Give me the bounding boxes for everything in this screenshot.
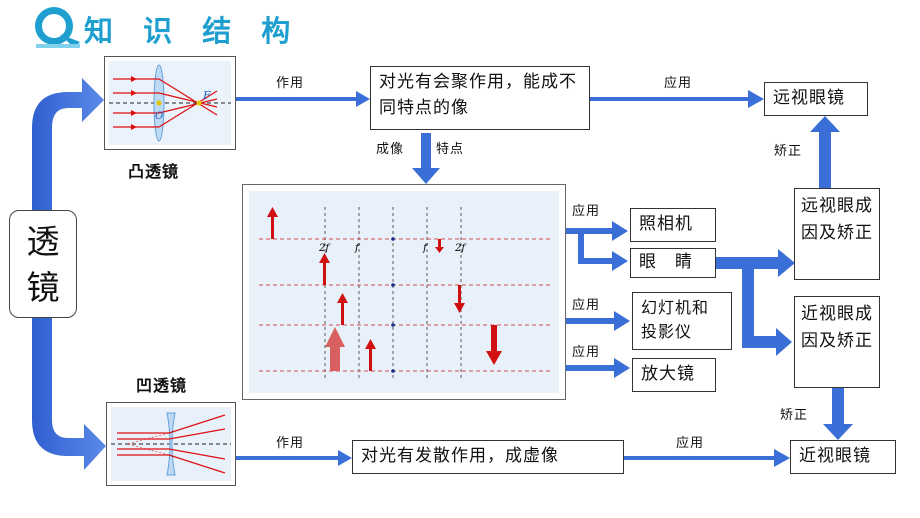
concave-effect-box: 对光有发散作用，成虚像 <box>352 440 624 474</box>
root-to-convex-arrow <box>32 78 104 212</box>
near-glasses-box: 近视眼镜 <box>790 440 896 474</box>
near-cause-box: 近视眼成因及矫正 <box>794 296 880 388</box>
near-correct-arrow <box>823 388 853 440</box>
convex-lens-name: 凸透镜 <box>128 162 180 181</box>
imaging-label-1: 成像 <box>376 142 405 157</box>
magnifier-apply-label: 应用 <box>572 345 601 360</box>
projector-apply-label: 应用 <box>572 298 601 313</box>
camera-apply-arrow <box>565 221 628 241</box>
page-title: 知 识 结 构 <box>84 14 301 48</box>
root-lens-box: 透 镜 <box>9 210 77 318</box>
eye-to-near-arrow <box>742 269 792 356</box>
mark-2f-right: 2f <box>454 243 467 254</box>
convex-effect-label: 作用 <box>276 76 305 91</box>
concave-apply-label: 应用 <box>676 436 705 451</box>
eye-box: 眼 睛 <box>630 248 716 278</box>
mark-2f-left: 2f <box>318 243 331 254</box>
far-cause-box: 远视眼成因及矫正 <box>794 188 880 280</box>
mark-f-right: f <box>422 243 429 254</box>
far-correct-label: 矫正 <box>774 144 803 159</box>
imaging-label-2: 特点 <box>436 142 465 157</box>
eye-to-far-arrow <box>714 249 795 277</box>
far-correct-arrow <box>810 116 840 190</box>
imaging-down-arrow <box>412 133 440 184</box>
convex-effect-box: 对光有会聚作用，能成不同特点的像 <box>370 66 590 130</box>
convex-focus-label: F <box>202 89 211 102</box>
eye-fork-arrow <box>578 234 628 271</box>
projector-apply-arrow <box>565 311 630 331</box>
convex-apply-arrow <box>590 90 764 108</box>
header-badge-icon <box>35 7 80 48</box>
projector-box: 幻灯机和投影仪 <box>632 292 732 350</box>
concave-apply-arrow <box>624 449 790 467</box>
imaging-panel: 2f f f 2f <box>242 184 566 400</box>
concave-lens-name: 凹透镜 <box>136 376 188 395</box>
root-to-concave-arrow <box>32 318 106 470</box>
camera-apply-label: 应用 <box>572 204 601 219</box>
near-correct-label: 矫正 <box>780 408 809 423</box>
concave-effect-arrow <box>236 450 352 466</box>
convex-effect-arrow <box>236 91 370 107</box>
camera-box: 照相机 <box>630 208 716 242</box>
mark-f-left: f <box>354 243 361 254</box>
convex-center-label: O <box>155 111 163 122</box>
concave-effect-label: 作用 <box>276 436 305 451</box>
magnifier-apply-arrow <box>565 358 630 378</box>
concave-lens-diagram <box>106 402 236 486</box>
convex-lens-diagram: F O <box>104 56 236 150</box>
far-glasses-box: 远视眼镜 <box>764 82 868 116</box>
convex-apply-label: 应用 <box>664 76 693 91</box>
magnifier-box: 放大镜 <box>632 358 716 392</box>
